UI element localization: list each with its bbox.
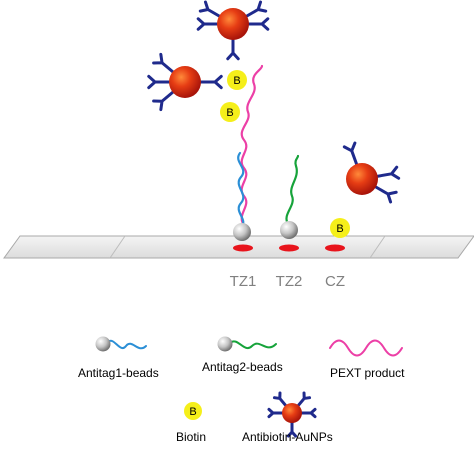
antibody-icon — [152, 52, 175, 74]
antibody-icon — [300, 407, 317, 419]
aunp-layer — [147, 0, 401, 438]
antibody-icon — [196, 17, 219, 31]
antibody-icon — [342, 141, 359, 166]
legend-biotin-symbol: B — [184, 402, 202, 420]
gold-nanoparticle — [282, 403, 302, 423]
tz2-complex — [280, 154, 300, 239]
antibody-icon — [152, 90, 175, 112]
legend-label-pext: PEXT product — [330, 366, 405, 380]
antibody-icon — [226, 38, 240, 61]
biotin-symbol: B — [233, 75, 240, 87]
legend-label-antitag2: Antitag2-beads — [202, 360, 283, 374]
legend-antitag1-symbol — [95, 336, 147, 352]
tz1-spot — [233, 244, 253, 252]
antibody-icon — [272, 391, 288, 407]
biotin-1: B — [227, 70, 247, 90]
pext-product-strand — [240, 64, 264, 227]
antibody-icon — [267, 407, 284, 419]
biotin-3: B — [330, 218, 350, 238]
zone-label-tz2: TZ2 — [276, 273, 303, 290]
antitag1-bead — [233, 223, 251, 241]
antibody-icon — [198, 0, 221, 18]
biotin-symbol: B — [189, 406, 196, 418]
gold-nanoparticle — [346, 163, 378, 195]
antibody-icon — [147, 74, 171, 90]
antibody-icon — [286, 421, 298, 438]
legend-label-antibiotin-aunps: Antibiotin-AuNPs — [242, 430, 333, 444]
zone-label-cz: CZ — [325, 273, 345, 290]
biotin-2: B — [220, 102, 240, 122]
biotin-symbol: B — [336, 223, 343, 235]
biotin-symbol: B — [226, 107, 233, 119]
legend-label-antitag1: Antitag1-beads — [78, 366, 159, 380]
cz-spot — [325, 244, 345, 252]
antitag2-bead — [280, 221, 298, 239]
antibody-icon — [376, 165, 401, 180]
legend-pext-symbol — [329, 339, 403, 357]
antibiotin-aunp — [342, 141, 401, 204]
antitag2-strand — [285, 154, 300, 226]
antibody-icon — [245, 0, 268, 18]
antibody-icon — [199, 74, 223, 90]
antitag1-strand — [237, 151, 245, 230]
legend-antibiotin-aunp — [267, 391, 317, 438]
antibody-icon — [296, 391, 312, 407]
tz1-complex — [233, 64, 264, 241]
tz2-spot — [279, 244, 299, 252]
antibody-icon — [374, 185, 398, 204]
legend-label-biotin: Biotin — [176, 430, 206, 444]
antibiotin-aunp — [147, 52, 223, 112]
zone-label-tz1: TZ1 — [230, 273, 257, 290]
gold-nanoparticle — [169, 66, 201, 98]
antibody-icon — [247, 17, 270, 31]
antibiotin-aunp — [196, 0, 270, 61]
legend-antitag2-symbol — [217, 336, 277, 352]
gold-nanoparticle — [217, 8, 249, 40]
